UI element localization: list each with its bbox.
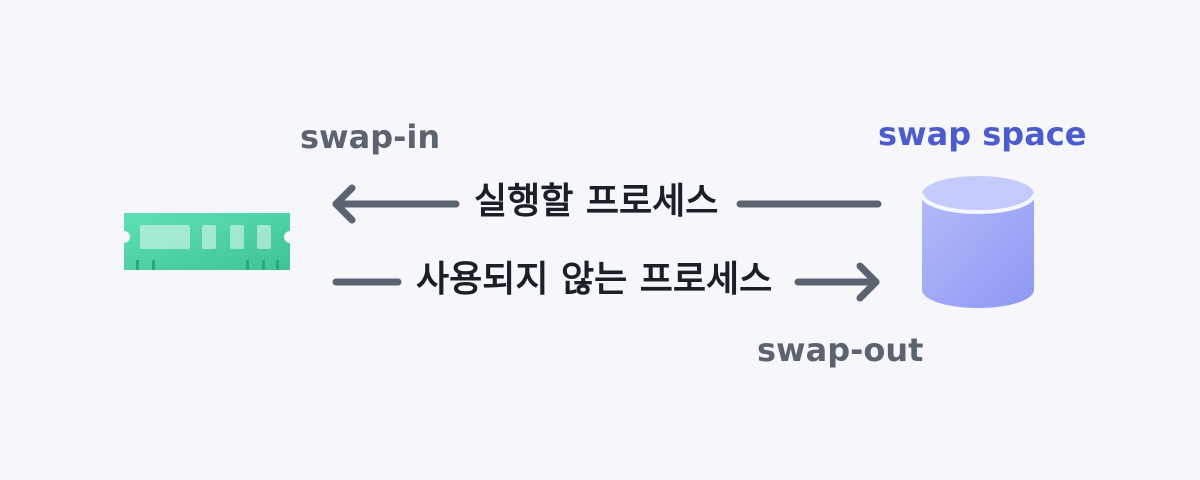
swap-out-arrow bbox=[332, 262, 880, 302]
unused-process-label: 사용되지 않는 프로세스 bbox=[416, 259, 773, 300]
swap-in-label: swap-in bbox=[300, 118, 441, 156]
database-cylinder-icon bbox=[920, 176, 1036, 308]
swap-out-label: swap-out bbox=[757, 331, 924, 369]
swap-space-label: swap space bbox=[878, 115, 1087, 153]
ram-module-icon bbox=[124, 213, 290, 270]
running-process-label: 실행할 프로세스 bbox=[474, 181, 719, 222]
swap-in-arrow bbox=[332, 184, 882, 224]
